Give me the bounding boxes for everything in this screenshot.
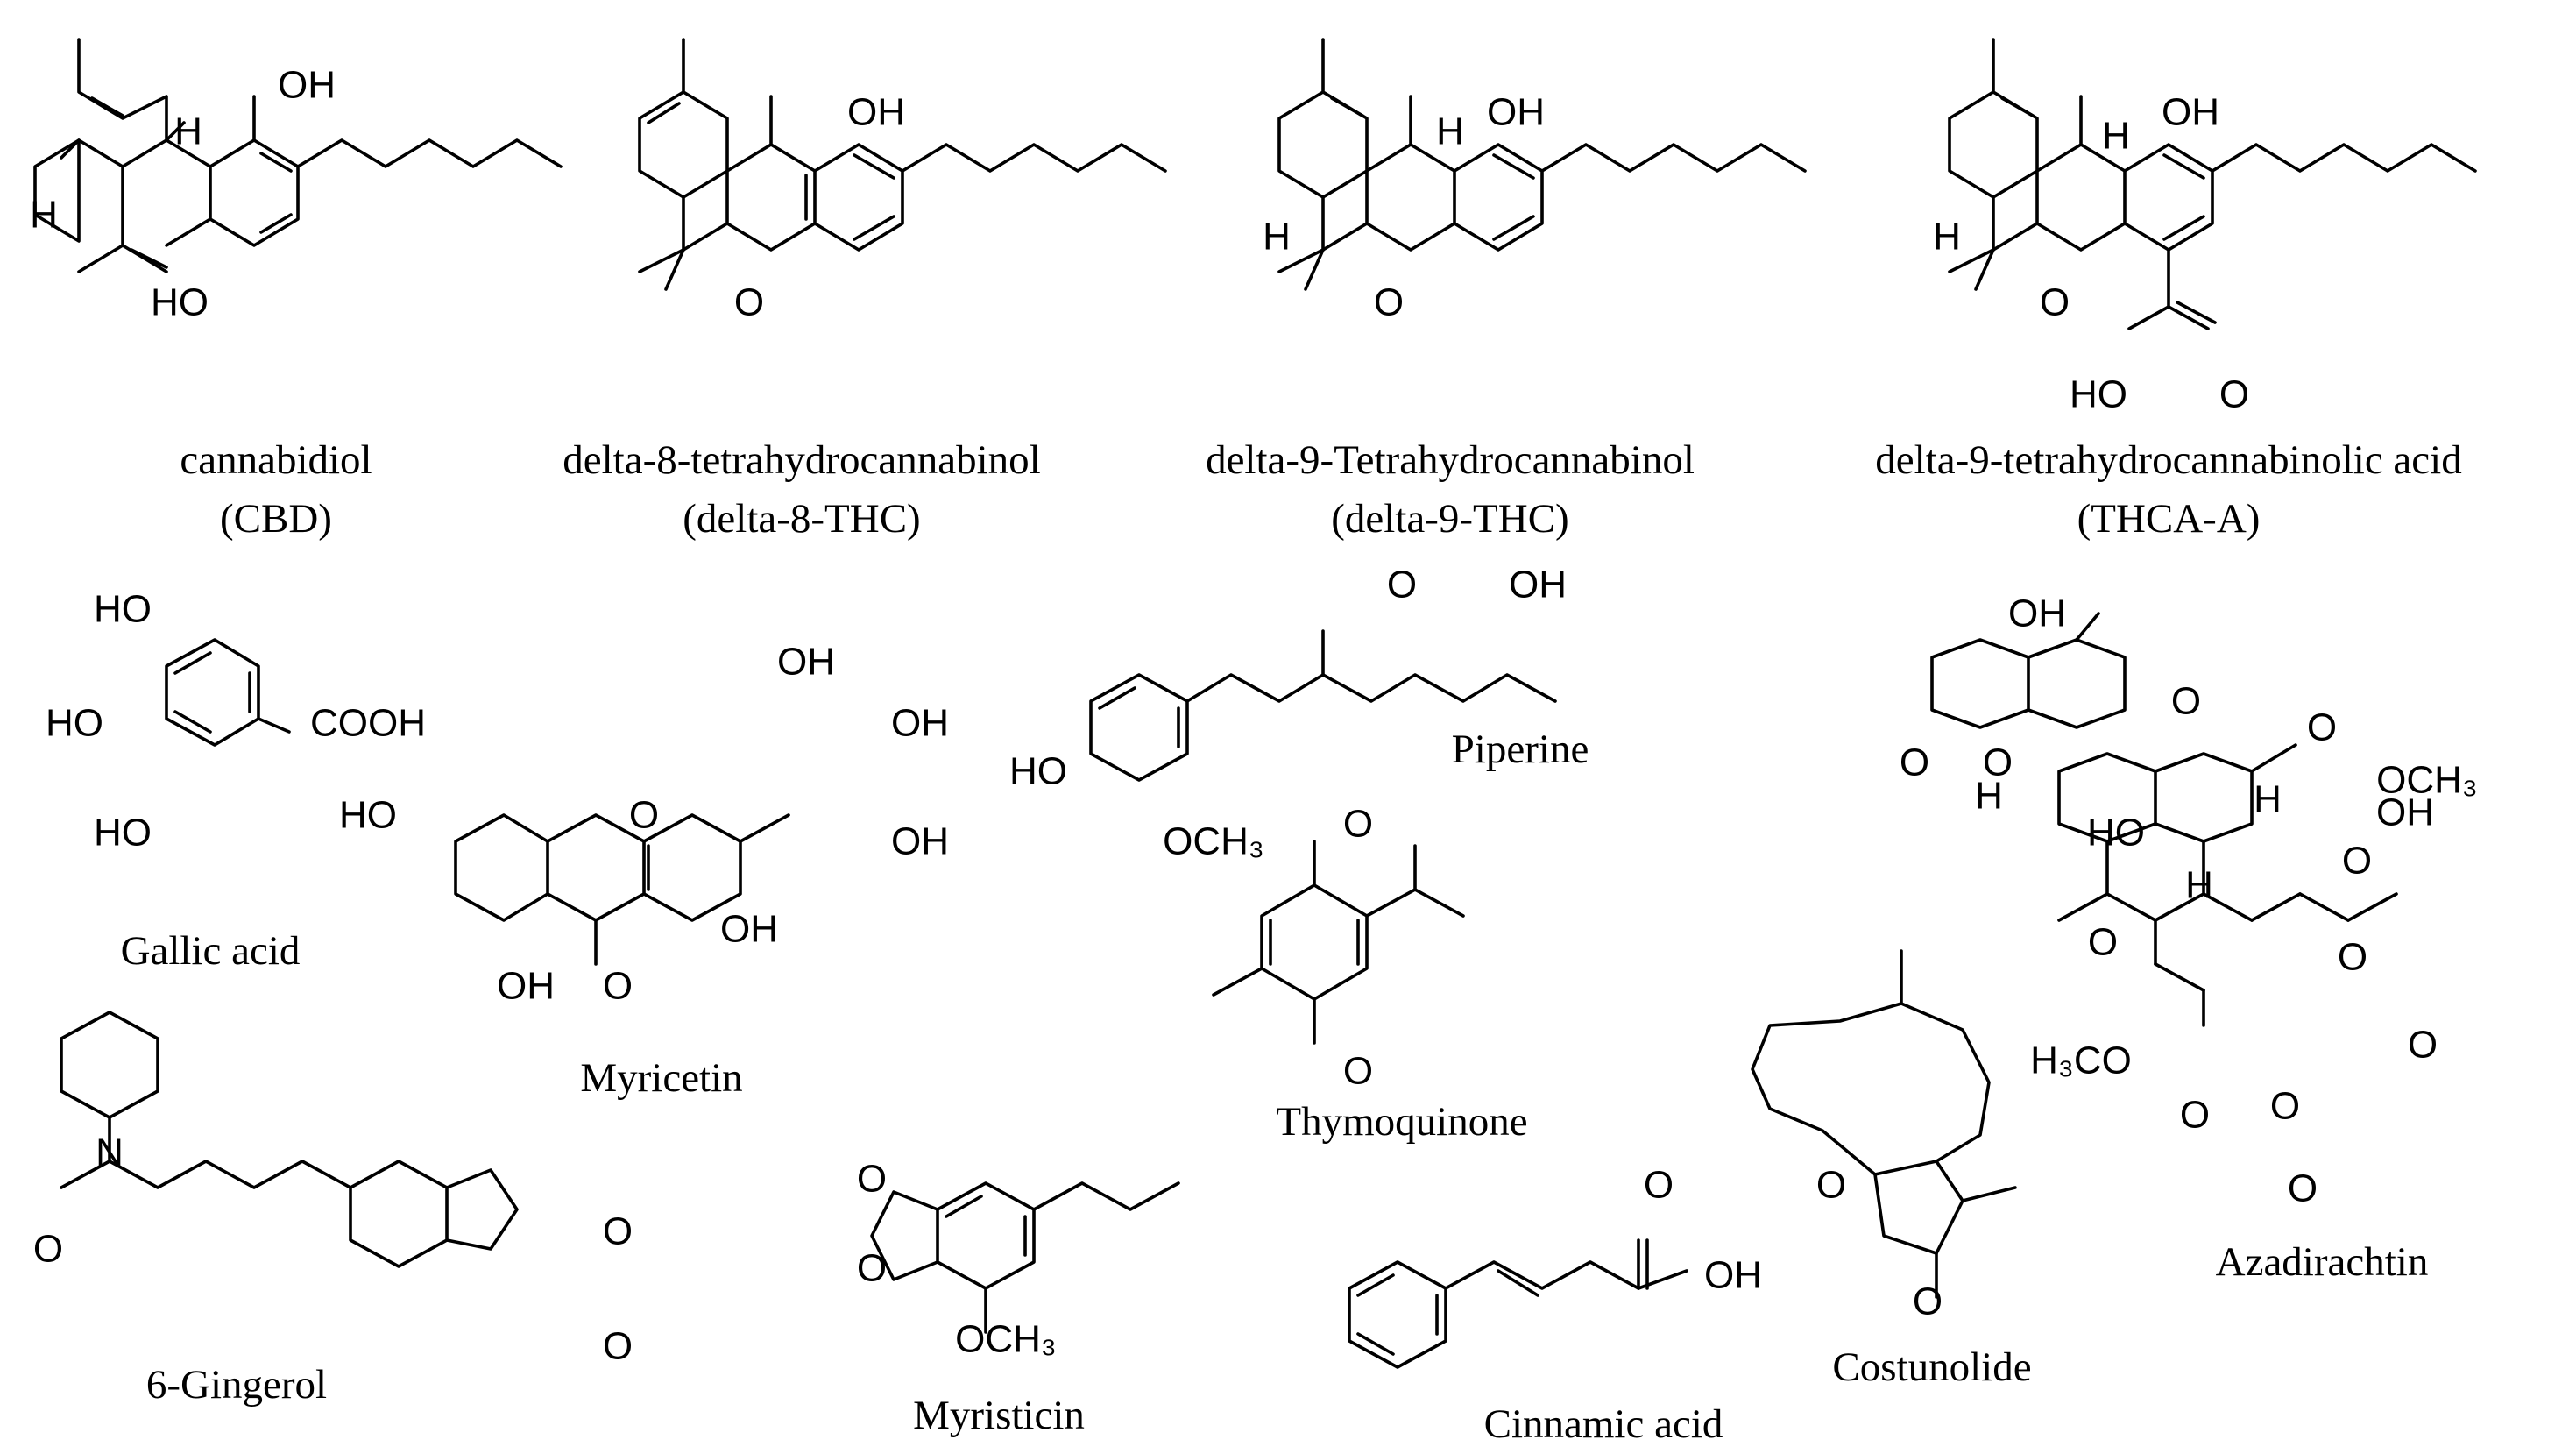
atom-label: OH [2008,592,2066,635]
atom-label: HO [151,281,209,324]
atom-label: O [734,281,764,324]
atom-label: COOH [310,702,426,745]
atom-label: OCH₃ [2376,759,2478,802]
structure-myristicin [870,1181,1180,1334]
structure-gallic-acid [165,638,291,747]
atom-label: HO [1009,750,1067,793]
atom-label: O [33,1228,63,1271]
atom-label: OH [2376,791,2434,834]
atom-label: O [1900,741,1929,784]
atom-label: O [1644,1164,1674,1207]
atom-label: HO [339,794,397,837]
atom-label: H [2185,864,2213,907]
atom-label: HO [46,702,103,745]
atom-label: O [2288,1167,2318,1210]
structure-cinnamic-acid [1348,1238,1688,1369]
atom-label: O [2338,936,2367,979]
atom-label: O [2088,921,2118,964]
atom-label: O [1374,281,1404,324]
atom-label: OH [1487,91,1545,134]
atom-label: O [2180,1094,2210,1137]
compound-name: delta-9-tetrahydrocannabinolic acid [1875,437,2461,483]
atom-label: O [1913,1280,1943,1323]
atom-label: OH [777,641,835,684]
atom-label: HO [94,588,152,631]
atom-label: O [857,1158,887,1201]
atom-label: N [96,1131,124,1174]
atom-label: H [174,110,202,153]
compound-abbreviation: (delta-8-THC) [683,496,920,542]
structure-delta-9-thc [1277,38,1807,291]
atom-label: O [1343,803,1373,846]
compound-name: Cinnamic acid [1484,1401,1723,1447]
atom-label: O [857,1247,887,1290]
structure-piperine [1089,629,1557,782]
atom-label: OCH₃ [955,1318,1057,1361]
atom-label: H [2102,115,2130,158]
atom-label: O [629,794,659,837]
atom-label: HO [2070,373,2127,416]
compound-name: cannabidiol [180,437,372,483]
structure-thca-a [1948,38,2477,330]
compound-abbreviation: (CBD) [220,496,332,542]
atom-label: H [1933,216,1961,259]
compound-name: Myricetin [580,1055,742,1101]
compound-name: Myristicin [913,1393,1085,1438]
compound-name: delta-8-tetrahydrocannabinol [563,437,1040,483]
atom-label: H [1975,775,2003,818]
atom-labels: H OH H HO OH O H OH H O H OH H O HO O HO… [30,64,2478,1368]
atom-label: H [1436,110,1464,153]
atom-label: H [30,194,58,237]
compound-name: Thymoquinone [1276,1099,1527,1145]
atom-label: OH [2162,91,2219,134]
atom-label: O [2171,680,2201,723]
atom-label: O [2342,840,2372,883]
atom-label: HO [94,812,152,855]
structure-costunolide [1751,949,2017,1299]
atom-label: O [603,1325,633,1368]
structure-6-gingerol [60,1011,519,1268]
atom-label: OH [278,64,336,107]
atom-label: O [2219,373,2249,416]
compound-name: Gallic acid [121,928,301,974]
structure-delta-8-thc [638,38,1167,291]
structure-cbd [33,38,563,273]
atom-label: O [1343,1050,1373,1093]
atom-label: O [2307,706,2337,749]
atom-label: O [2270,1085,2300,1128]
structure-myricetin [454,813,790,966]
atom-label: O [603,965,633,1008]
atom-label: H₃CO [2030,1039,2132,1082]
compound-abbreviation: (delta-9-THC) [1331,496,1568,542]
compound-name: 6-Gingerol [146,1362,327,1408]
atom-label: O [2408,1024,2438,1067]
atom-label: HO [2087,812,2145,855]
atom-label: OH [891,702,949,745]
compound-name: delta-9-Tetrahydrocannabinol [1206,437,1695,483]
structure-thymoquinone [1212,840,1465,1045]
compound-name: Azadirachtin [2216,1239,2429,1285]
atom-label: OH [847,91,905,134]
structure-azadirachtin [1930,612,2398,1027]
captions: cannabidiol (CBD) delta-8-tetrahydrocann… [121,437,2462,1447]
atom-label: O [1387,564,1417,606]
atom-label: OH [1509,564,1567,606]
atom-label: OH [1704,1254,1762,1297]
atom-label: OCH₃ [1163,820,1264,863]
compound-abbreviation: (THCA-A) [2077,496,2261,542]
atom-label: O [603,1210,633,1253]
atom-label: H [2254,778,2282,821]
compound-name: Piperine [1452,727,1589,772]
atom-label: OH [891,820,949,863]
compound-name: Costunolide [1832,1344,2031,1390]
atom-label: O [2040,281,2070,324]
atom-label: OH [720,908,778,951]
atom-label: O [1983,741,2013,784]
atom-label: H [1263,216,1291,259]
atom-label: OH [497,965,555,1008]
atom-label: O [1816,1164,1846,1207]
